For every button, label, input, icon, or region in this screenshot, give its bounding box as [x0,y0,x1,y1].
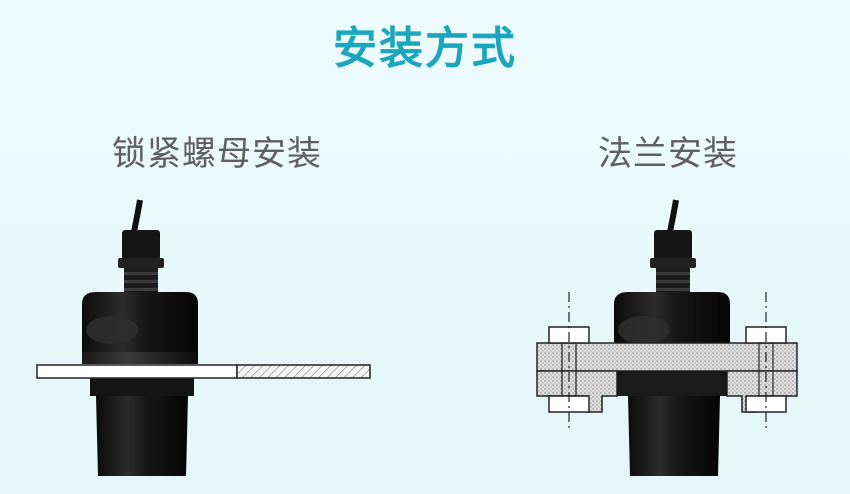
left-sensor [82,199,198,476]
page-title: 安装方式 [333,23,517,74]
flange-assembly [536,292,798,428]
mount-plate-right [236,364,371,379]
flange-mount-label: 法兰安装 [598,134,738,174]
mount-plate-left [36,364,238,379]
locknut-mount-label: 锁紧螺母安装 [112,134,322,174]
right-sensor [614,199,730,476]
